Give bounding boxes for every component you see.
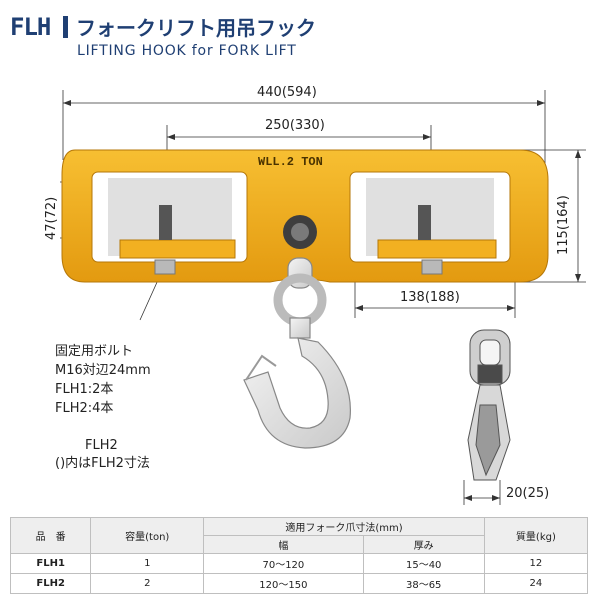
spec-table: 品 番 容量(ton) 適用フォーク爪寸法(mm) 質量(kg) 幅 厚み FL… [9, 517, 589, 594]
dim-fork-span: 250(330) [265, 118, 325, 133]
bolt-nut-right [421, 259, 443, 275]
table-row: FLH1 1 70～120 15～40 12 [9, 553, 589, 574]
dim-overall-width: 440(594) [257, 85, 317, 100]
cell-width: 120～150 [203, 573, 364, 594]
th-fork-size: 適用フォーク爪寸法(mm) [203, 517, 485, 536]
page-subtitle: LIFTING HOOK for FORK LIFT [77, 43, 297, 59]
cell-thickness: 15～40 [362, 553, 485, 574]
cell-weight: 12 [483, 553, 589, 574]
bolt-note-title: 固定用ボルト [55, 344, 134, 359]
cell-capacity: 1 [90, 553, 205, 574]
fixing-bolt-right [418, 205, 431, 240]
page-title: フォークリフト用吊フック [76, 16, 316, 40]
th-model: 品 番 [9, 517, 92, 554]
cell-model: FLH2 [9, 573, 92, 594]
flh2-label: FLH2 [85, 438, 118, 453]
cell-capacity: 2 [90, 573, 205, 594]
cell-width: 70～120 [203, 553, 364, 574]
paren-note: ()内はFLH2寸法 [55, 456, 150, 471]
dim-pocket-width: 138(188) [400, 290, 460, 305]
cell-weight: 24 [483, 573, 589, 594]
dim-overall-height: 115(164) [556, 195, 571, 255]
side-view-hook [467, 329, 511, 481]
bolt-nut-left [154, 259, 176, 275]
table-row: FLH2 2 120～150 38～65 24 [9, 573, 589, 594]
hook-frame [61, 149, 549, 283]
dim-hook-thickness: 20(25) [506, 486, 550, 501]
bolt-note-flh1: FLH1:2本 [55, 382, 114, 397]
dim-pocket-height: 47(72) [44, 196, 59, 240]
bolt-note-flh2: FLH2:4本 [55, 401, 114, 416]
th-weight: 質量(kg) [483, 517, 589, 554]
th-width: 幅 [203, 535, 364, 554]
cell-model: FLH1 [9, 553, 92, 574]
cell-thickness: 38～65 [362, 573, 485, 594]
fixing-bolt-left [159, 205, 172, 240]
wll-plate-text: WLL.2 TON [258, 155, 323, 169]
th-thickness: 厚み [362, 535, 485, 554]
bolt-note: 固定用ボルト M16対辺24mm FLH1:2本 FLH2:4本 [55, 342, 151, 418]
bolt-note-size: M16対辺24mm [55, 363, 151, 378]
th-capacity: 容量(ton) [90, 517, 205, 554]
title-accent-bar [63, 16, 68, 38]
swivel-hook [243, 257, 351, 449]
model-code: FLH [10, 13, 51, 41]
